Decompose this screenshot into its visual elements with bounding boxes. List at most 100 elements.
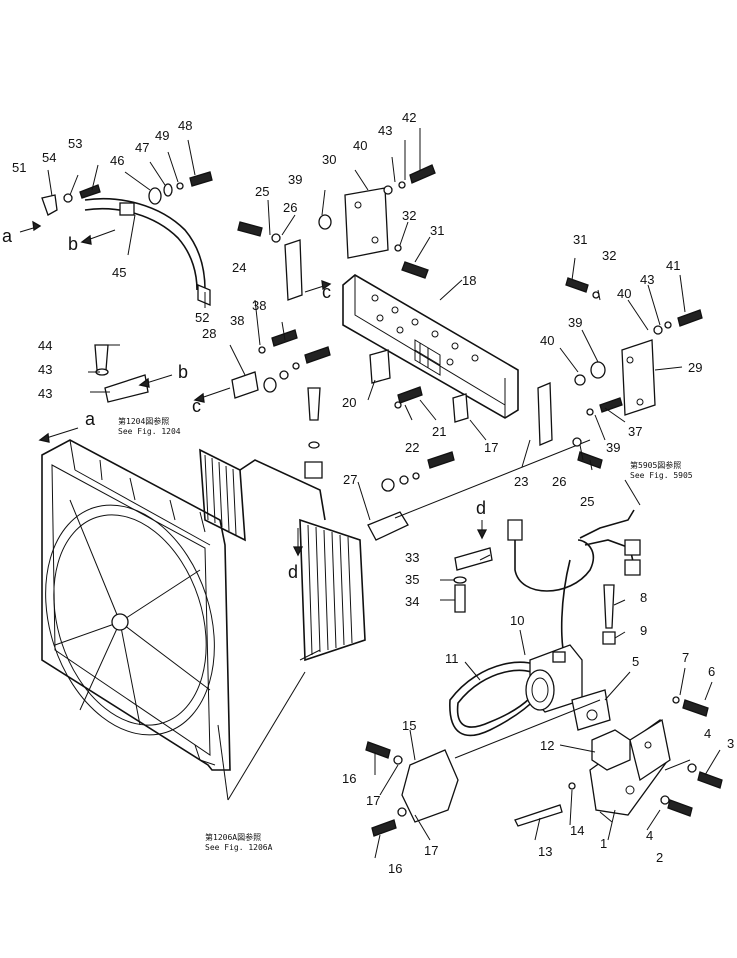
callout-52: 51 [12, 160, 26, 175]
callout-30: 30 [322, 152, 336, 167]
nut-48 [148, 187, 162, 205]
bracket-44 [104, 374, 149, 403]
callout-53: 53 [68, 136, 82, 151]
ref-arrows [19, 220, 488, 557]
callout-40c: 40 [540, 333, 554, 348]
callout-24: 24 [232, 260, 246, 275]
bracket-5 [571, 689, 611, 731]
callout-21: 21 [432, 424, 446, 439]
callout-1: 1 [600, 836, 607, 851]
callout-34: 34 [405, 594, 419, 609]
callout-6: 6 [708, 664, 715, 679]
callout-16b: 16 [388, 861, 402, 876]
callout-40b: 40 [617, 286, 631, 301]
reference-letters: a b b a c c d d [2, 226, 486, 582]
callout-2: 2 [656, 850, 663, 865]
side-guard-right [239, 459, 366, 662]
callout-19: 17 [484, 440, 498, 455]
ref-1204-en: See Fig. 1204 [118, 427, 181, 436]
upper-tube [84, 197, 211, 306]
callout-36: 37 [628, 424, 642, 439]
stay-27 [367, 511, 409, 541]
callout-48: 46 [110, 153, 124, 168]
callout-25: 25 [255, 184, 269, 199]
side-guard-left [199, 448, 246, 542]
callout-54: 54 [42, 150, 56, 165]
plate-29 [621, 339, 656, 416]
cover-15 [401, 749, 459, 823]
callout-4: 4 [704, 726, 711, 741]
callout-38b: 39 [606, 440, 620, 455]
lower-hardware [365, 696, 723, 837]
callout-39: 39 [288, 172, 302, 187]
nut-9 [602, 631, 616, 645]
bolt-8 [603, 584, 615, 629]
bracket-24 [284, 239, 303, 301]
callout-37: 38 [252, 298, 266, 313]
callout-9: 9 [640, 623, 647, 638]
letter-c-top: c [322, 282, 331, 302]
callout-10: 10 [510, 613, 524, 628]
callout-15: 15 [402, 718, 416, 733]
letter-d-right: d [476, 498, 486, 518]
callout-17b: 17 [424, 843, 438, 858]
hardware-group [94, 164, 703, 613]
callout-numbers: 51 54 53 46 47 49 48 45 52 25 26 39 30 4… [12, 110, 734, 876]
letter-b-top: b [68, 234, 78, 254]
callout-44: 43 [38, 386, 52, 401]
bracket-19 [452, 393, 469, 423]
callout-39b: 39 [568, 315, 582, 330]
callout-11: 11 [445, 651, 459, 666]
callout-31b: 31 [573, 232, 587, 247]
flex-tubes [507, 509, 641, 661]
ref-5905-jp: 第5905図参照 [630, 460, 681, 470]
callout-50: 48 [178, 118, 192, 133]
callout-4b: 4 [646, 828, 653, 843]
callout-45: 44 [38, 338, 52, 353]
figure-references: 第1204図参照 See Fig. 1204 第5905図参照 See Fig.… [118, 416, 693, 852]
callout-12: 12 [540, 738, 554, 753]
callout-32b: 32 [602, 248, 616, 263]
bracket-23 [537, 382, 553, 446]
callout-28: 28 [202, 326, 216, 341]
letter-b-mid: b [178, 362, 188, 382]
callout-47: 45 [112, 265, 126, 280]
callout-18: 18 [462, 273, 476, 288]
callout-5: 5 [632, 654, 639, 669]
callout-43: 43 [378, 123, 392, 138]
ref-1206a-jp: 第1206A図参照 [205, 832, 261, 842]
callout-42: 42 [402, 110, 416, 125]
callout-14: 14 [570, 823, 584, 838]
callout-41: 41 [666, 258, 680, 273]
washer-51 [176, 182, 184, 190]
callout-32: 32 [402, 208, 416, 223]
callout-38: 38 [230, 313, 244, 328]
callout-31: 31 [430, 223, 444, 238]
callout-13: 13 [538, 844, 552, 859]
spacer-49 [163, 183, 173, 197]
callout-3: 3 [727, 736, 734, 751]
ref-5905-en: See Fig. 5905 [630, 471, 693, 480]
callout-52b: 52 [195, 310, 209, 325]
letter-d-left: d [288, 562, 298, 582]
letter-c-mid: c [192, 396, 201, 416]
callout-20: 20 [342, 395, 356, 410]
leader-lines [47, 128, 721, 859]
callout-16: 16 [342, 771, 356, 786]
plate-30 [344, 187, 389, 259]
letter-a-mid: a [85, 409, 96, 429]
callout-8: 8 [640, 590, 647, 605]
callout-23: 23 [514, 474, 528, 489]
letter-a-top: a [2, 226, 13, 246]
callout-22: 22 [405, 440, 419, 455]
callout-26b: 26 [552, 474, 566, 489]
fan-shroud [41, 439, 231, 771]
callout-27: 27 [343, 472, 357, 487]
spacer-12 [591, 729, 631, 771]
callout-46: 43 [38, 362, 52, 377]
callout-49: 47 [135, 140, 149, 155]
bracket-20 [369, 349, 391, 384]
callout-33: 33 [405, 550, 419, 565]
bracket-33 [454, 547, 493, 571]
top-bracket [342, 274, 519, 419]
